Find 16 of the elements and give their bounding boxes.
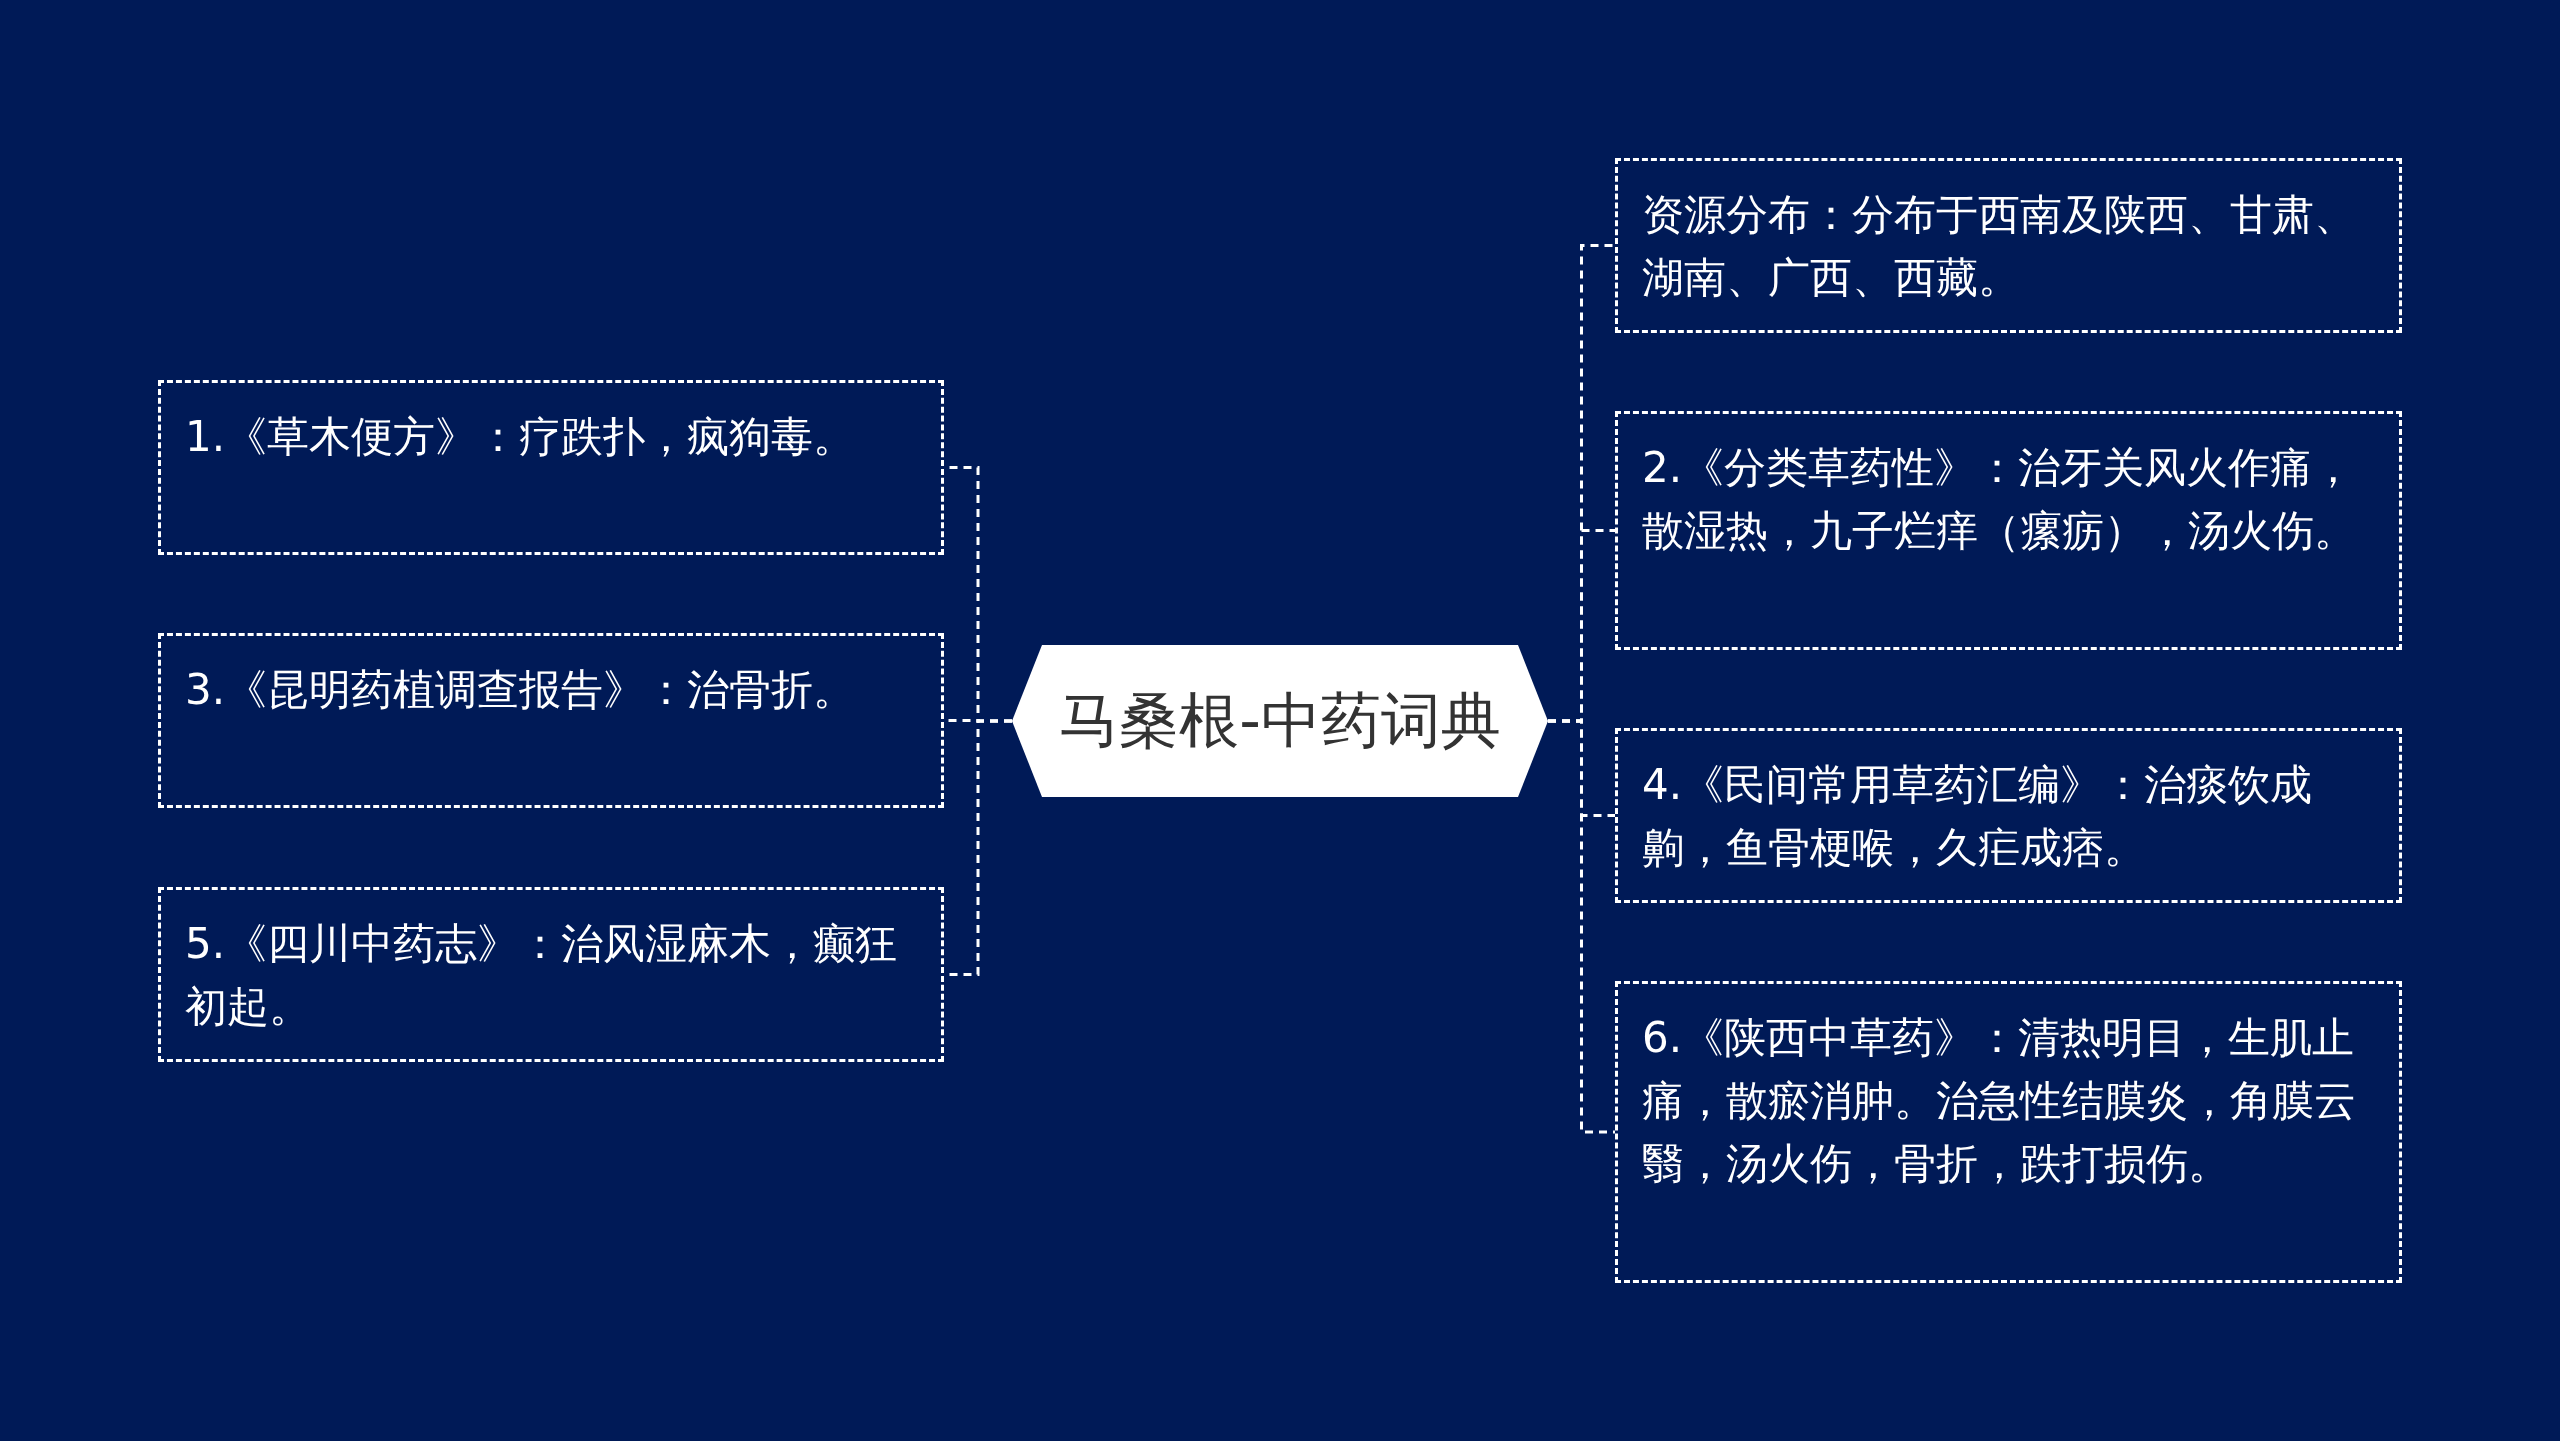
connector-line	[1548, 719, 1615, 1134]
note-text: 1.《草木便方》：疗跌扑，疯狗毒。	[185, 412, 856, 461]
note-text: 资源分布：分布于西南及陕西、甘肃、湖南、广西、西藏。	[1642, 190, 2356, 302]
dashed-text-box	[1615, 728, 2402, 903]
note-text: 5.《四川中药志》：治风湿麻木，癫狂初起。	[185, 919, 898, 1031]
note-text: 6.《陕西中草药》：清热明目，生肌止痛，散瘀消肿。治急性结膜炎，角膜云翳，汤火伤，骨折，跌打损伤。	[1642, 1013, 2356, 1188]
dashed-text-box	[158, 380, 944, 555]
dashed-text-box	[158, 887, 944, 1062]
note-text: 4.《民间常用草药汇编》：治痰饮成齁，鱼骨梗喉，久疟成痞。	[1642, 760, 2313, 872]
dashed-text-box	[1615, 981, 2402, 1283]
dashed-text-box	[1615, 158, 2402, 333]
note-text: 2.《分类草药性》：治牙关风火作痛，散湿热，九子烂痒（瘰疬），汤火伤。	[1642, 443, 2356, 555]
dashed-text-box	[158, 633, 944, 808]
note-text: 3.《昆明药植调查报告》：治骨折。	[185, 665, 856, 714]
topic-title: 马桑根-中药词典	[1059, 683, 1501, 757]
dashed-text-box	[1615, 411, 2402, 650]
